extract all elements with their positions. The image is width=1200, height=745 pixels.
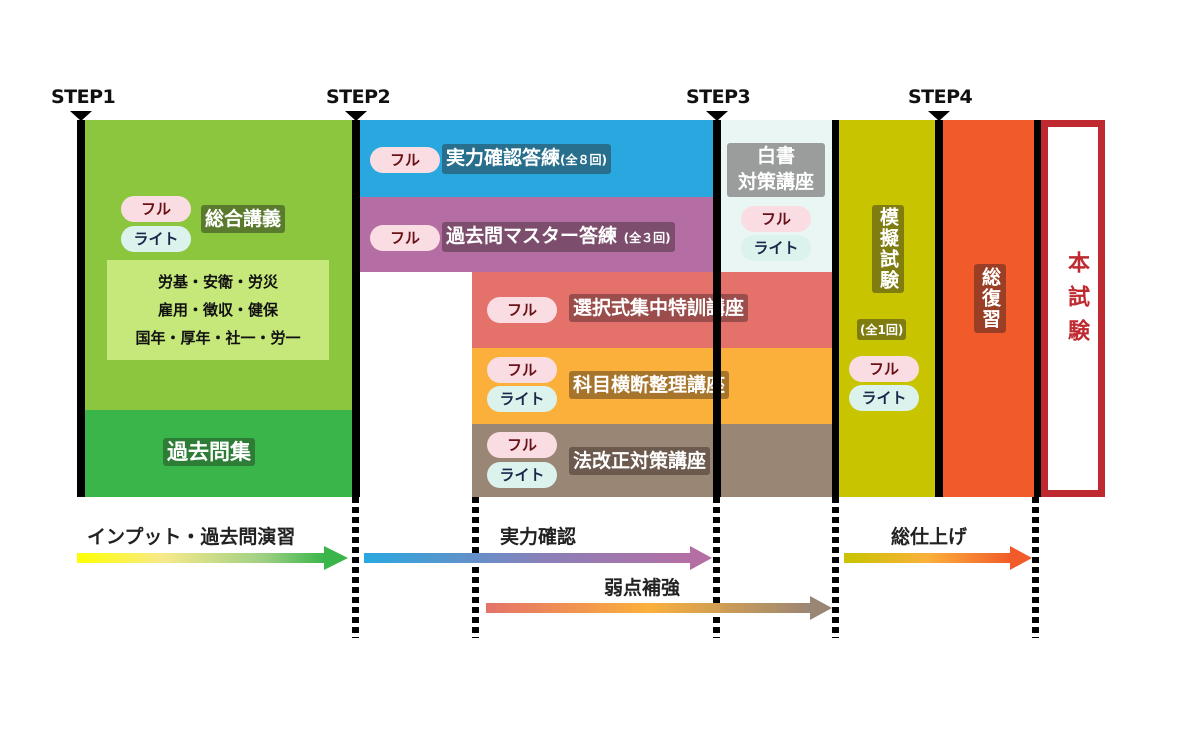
step3-label: STEP3 xyxy=(686,86,751,108)
white-paper-title-line1: 白書 xyxy=(756,145,795,167)
phase-input-arrow xyxy=(77,553,325,563)
general-lecture-block: フル ライト 総合講義 労基・安衛・労災 雇用・徴収・健保 国年・厚年・社一・労… xyxy=(85,120,352,410)
badge-lite: ライト xyxy=(121,226,191,252)
subjects-line-1: 労基・安衛・労災 xyxy=(157,273,278,291)
subjects-line-2: 雇用・徴収・健保 xyxy=(157,301,278,319)
past-questions-block: 過去問集 xyxy=(85,410,352,497)
phase-input-label: インプット・過去問演習 xyxy=(87,526,296,548)
badge-lite: ライト xyxy=(487,462,557,488)
past-questions-title: 過去問集 xyxy=(163,438,255,466)
dashed-line-step3 xyxy=(713,497,720,638)
badge-full: フル xyxy=(487,297,557,323)
selective-block: フル 選択式集中特訓講座 xyxy=(472,272,832,348)
mock-exam-note: (全1回) xyxy=(857,319,907,340)
skill-check-title: 実力確認答練 xyxy=(446,147,561,169)
step4-label: STEP4 xyxy=(908,86,973,108)
mock-exam-title: 模擬試験 xyxy=(872,205,904,293)
general-lecture-title: 総合講義 xyxy=(201,205,286,233)
total-review-title: 総復習 xyxy=(974,264,1006,333)
phase-weakness-arrowhead-icon xyxy=(810,596,832,620)
selective-title: 選択式集中特訓講座 xyxy=(569,294,749,322)
phase-skill-label: 実力確認 xyxy=(500,526,577,548)
step4-marker-icon xyxy=(928,111,950,121)
step3-marker-icon xyxy=(706,111,728,121)
phase-final-label: 総仕上げ xyxy=(891,526,968,548)
badge-lite: ライト xyxy=(849,385,919,411)
skill-check-block: フル 実力確認答練(全８回) xyxy=(359,120,713,197)
phase-input-arrowhead-icon xyxy=(324,546,348,570)
step4-line xyxy=(935,120,943,497)
subjects-box: 労基・安衛・労災 雇用・徴収・健保 国年・厚年・社一・労一 xyxy=(107,260,329,360)
step1-marker-icon xyxy=(70,111,92,121)
phase-skill-arrow xyxy=(364,553,691,563)
exam-divider xyxy=(1034,120,1041,497)
phase-weakness-label: 弱点補強 xyxy=(604,577,681,599)
main-exam-title: 本試験 xyxy=(1064,251,1089,353)
step2-line xyxy=(352,120,360,497)
phase-skill-arrowhead-icon xyxy=(690,546,712,570)
total-review-block: 総復習 xyxy=(942,120,1034,497)
step2-marker-icon xyxy=(345,111,367,121)
dashed-line-mock xyxy=(832,497,839,638)
skill-check-title-wrap: 実力確認答練(全８回) xyxy=(442,144,611,174)
badge-full: フル xyxy=(370,147,440,173)
cross-subject-block: フル ライト 科目横断整理講座 xyxy=(472,348,832,424)
badge-full: フル xyxy=(849,356,919,382)
white-paper-title-line2: 対策講座 xyxy=(737,171,814,193)
dashed-line-step2 xyxy=(352,497,359,638)
badge-lite: ライト xyxy=(487,386,557,412)
mock-exam-divider xyxy=(832,120,839,497)
badge-full: フル xyxy=(487,357,557,383)
law-revision-block: フル ライト 法改正対策講座 xyxy=(472,424,832,497)
law-revision-title: 法改正対策講座 xyxy=(569,447,711,475)
skill-check-note: (全８回) xyxy=(560,153,607,167)
dashed-line-exam xyxy=(1032,497,1039,638)
past-master-title-wrap: 過去問マスター答練 (全３回) xyxy=(442,222,675,252)
general-lecture-badges: フル ライト xyxy=(121,196,191,252)
past-master-title: 過去問マスター答練 xyxy=(446,225,618,247)
badge-full: フル xyxy=(741,206,811,232)
mock-exam-block: 模擬試験 (全1回) フル ライト xyxy=(839,120,935,497)
phase-final-arrowhead-icon xyxy=(1010,546,1032,570)
step3-line xyxy=(713,120,721,497)
step2-label: STEP2 xyxy=(326,86,391,108)
past-master-block: フル 過去問マスター答練 (全３回) xyxy=(359,197,713,272)
phase-final-arrow xyxy=(844,553,1012,563)
step1-label: STEP1 xyxy=(51,86,116,108)
subjects-line-3: 国年・厚年・社一・労一 xyxy=(135,329,301,347)
white-paper-block: 白書 対策講座 フル ライト xyxy=(720,120,832,272)
past-master-note: (全３回) xyxy=(623,231,671,245)
badge-full: フル xyxy=(487,432,557,458)
cross-subject-title: 科目横断整理講座 xyxy=(569,371,730,399)
dashed-line-mid xyxy=(472,497,479,638)
badge-lite: ライト xyxy=(741,235,811,261)
phase-weakness-arrow xyxy=(486,603,811,613)
step1-line xyxy=(77,120,85,497)
main-exam-block: 本試験 xyxy=(1041,120,1105,497)
badge-full: フル xyxy=(121,196,191,222)
badge-full: フル xyxy=(370,225,440,251)
white-paper-title: 白書 対策講座 xyxy=(727,143,825,197)
